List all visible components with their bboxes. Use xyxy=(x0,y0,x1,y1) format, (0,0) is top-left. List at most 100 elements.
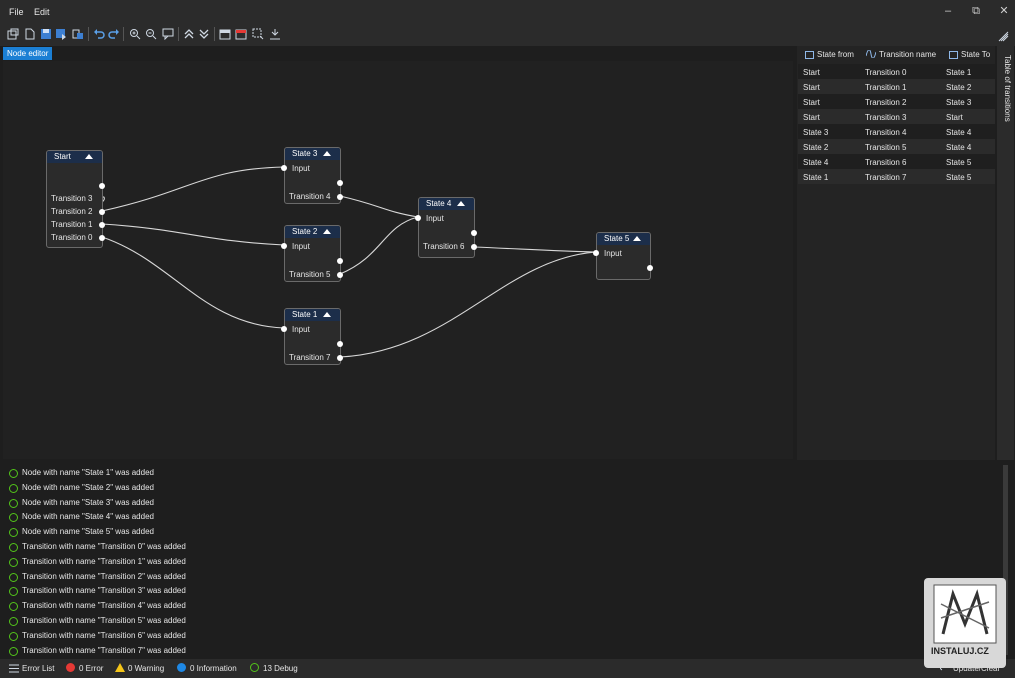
toolbar-separator xyxy=(123,27,124,41)
menu-file[interactable]: File xyxy=(9,7,24,17)
tab-node-editor[interactable]: Node editor xyxy=(3,47,53,60)
debug-count[interactable]: 13 Debug xyxy=(263,664,298,673)
debug-icon xyxy=(9,557,18,567)
zoom-out-icon[interactable] xyxy=(145,28,157,40)
add-node-icon[interactable] xyxy=(219,28,231,40)
node-editor-canvas[interactable]: Start Transition 3 Transition 2 Transiti… xyxy=(3,61,793,459)
node-state-2[interactable]: State 2 Input Transition 5 xyxy=(281,225,343,282)
node-state-3[interactable]: State 3 Input Transition 4 xyxy=(281,147,343,204)
output-port[interactable] xyxy=(99,222,105,228)
save-icon[interactable] xyxy=(40,28,52,40)
table-cell-from: State 1 xyxy=(803,173,829,182)
collapse-icon[interactable] xyxy=(323,151,331,156)
pin-icon[interactable] xyxy=(998,31,1009,42)
node-state-4-header[interactable]: State 4 xyxy=(419,198,474,210)
transition-name-icon xyxy=(866,50,876,58)
information-count[interactable]: 0 Information xyxy=(190,664,237,673)
input-port[interactable] xyxy=(281,243,287,249)
state-from-icon xyxy=(805,51,814,59)
output-port[interactable] xyxy=(99,235,105,241)
output-port[interactable] xyxy=(471,244,477,250)
output-port[interactable] xyxy=(337,194,343,200)
export-icon[interactable] xyxy=(72,28,84,40)
menu-edit[interactable]: Edit xyxy=(34,7,50,17)
log-message: Transition with name "Transition 0" was … xyxy=(22,542,186,551)
expand-all-icon[interactable] xyxy=(198,28,210,40)
output-port[interactable] xyxy=(337,272,343,278)
table-cell-to: Start xyxy=(946,113,963,122)
output-port[interactable] xyxy=(337,180,343,186)
zoom-in-icon[interactable] xyxy=(129,28,141,40)
column-header-transition-name[interactable]: Transition name xyxy=(879,50,937,59)
collapse-icon[interactable] xyxy=(457,201,465,206)
minimize-icon[interactable]: – xyxy=(944,5,952,17)
output-port[interactable] xyxy=(337,258,343,264)
node-state-2-header[interactable]: State 2 xyxy=(285,226,340,238)
node-start[interactable]: Start Transition 3 Transition 2 Transiti… xyxy=(46,150,105,248)
node-state-5[interactable]: State 5 Input xyxy=(593,232,653,280)
log-scrollbar[interactable] xyxy=(1003,465,1008,655)
output-port[interactable] xyxy=(337,341,343,347)
collapse-icon[interactable] xyxy=(323,312,331,317)
log-message: Node with name "State 5" was added xyxy=(22,527,154,537)
side-tab-label: Table of transitions xyxy=(1003,55,1012,122)
debug-icon xyxy=(9,646,18,656)
close-icon[interactable]: ✕ xyxy=(999,5,1009,17)
error-count[interactable]: 0 Error xyxy=(79,664,104,673)
input-port[interactable] xyxy=(415,215,421,221)
table-cell-from: State 2 xyxy=(803,143,829,152)
node-start-header[interactable]: Start xyxy=(47,151,102,163)
column-header-state-to[interactable]: State To xyxy=(961,50,991,59)
error-icon xyxy=(66,663,75,672)
layout-icon[interactable] xyxy=(269,28,281,40)
output-port[interactable] xyxy=(471,230,477,236)
input-port[interactable] xyxy=(593,250,599,256)
node-state-1[interactable]: State 1 Input Transition 7 xyxy=(281,308,343,365)
side-tab-table-of-transitions[interactable] xyxy=(997,46,1014,460)
node-state-5-header[interactable]: State 5 xyxy=(597,233,650,245)
column-header-state-from[interactable]: State from xyxy=(817,50,854,59)
status-bar: Error List 0 Error 0 Warning 0 Informati… xyxy=(0,659,1015,678)
node-state-1-header[interactable]: State 1 xyxy=(285,309,340,321)
table-cell-name: Transition 0 xyxy=(865,68,907,77)
output-port[interactable] xyxy=(647,265,653,271)
collapse-all-icon[interactable] xyxy=(183,28,195,40)
log-message: Node with name "State 1" was added xyxy=(22,468,154,477)
node-state-4[interactable]: State 4 Input Transition 6 xyxy=(415,197,477,258)
node-state-3-header[interactable]: State 3 xyxy=(285,148,340,160)
restore-icon[interactable]: ⧉ xyxy=(972,5,980,17)
undo-icon[interactable] xyxy=(93,28,105,40)
port-label: Transition 6 xyxy=(423,242,465,251)
collapse-icon[interactable] xyxy=(633,236,641,241)
table-cell-to: State 2 xyxy=(946,83,972,92)
new-window-icon[interactable] xyxy=(7,28,19,40)
toolbar-separator xyxy=(178,27,179,41)
redo-icon[interactable] xyxy=(108,28,120,40)
save-as-icon[interactable] xyxy=(55,28,67,40)
input-port[interactable] xyxy=(281,165,287,171)
output-port[interactable] xyxy=(99,183,105,189)
port-label: Transition 4 xyxy=(289,192,331,201)
error-list-button[interactable]: Error List xyxy=(22,664,55,673)
comment-icon[interactable] xyxy=(162,28,174,40)
input-port[interactable] xyxy=(281,326,287,332)
new-file-icon[interactable] xyxy=(24,28,36,40)
warning-count[interactable]: 0 Warning xyxy=(128,664,165,673)
remove-node-icon[interactable] xyxy=(235,28,247,40)
select-icon[interactable] xyxy=(252,28,264,40)
port-label: Input xyxy=(292,325,310,334)
table-cell-from: State 3 xyxy=(803,128,829,137)
update-clear-button[interactable]: Update/Clear xyxy=(953,664,1001,673)
collapse-icon[interactable] xyxy=(323,229,331,234)
collapse-icon[interactable] xyxy=(85,154,93,159)
output-port[interactable] xyxy=(99,209,105,215)
output-port[interactable] xyxy=(337,355,343,361)
